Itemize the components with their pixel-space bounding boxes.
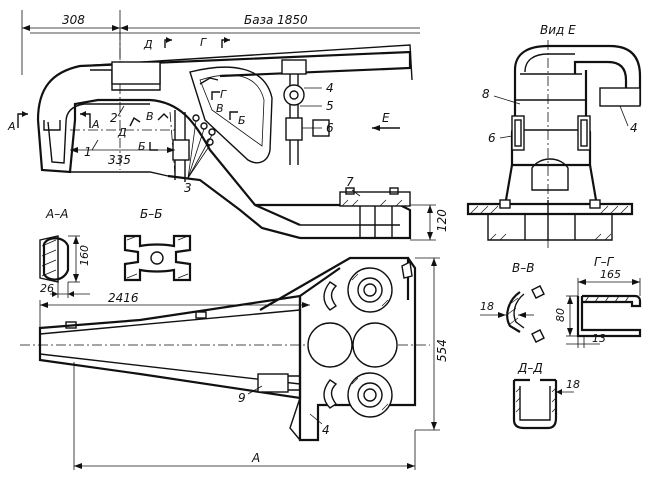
mark-b-mid: Б bbox=[138, 140, 146, 153]
section-a-a bbox=[39, 235, 90, 298]
title-v-v: В–В bbox=[512, 261, 534, 275]
callout-1: 1 bbox=[84, 145, 92, 159]
callout-9: 9 bbox=[238, 391, 246, 405]
mark-g-mid: Г bbox=[220, 88, 227, 101]
dim-base: База 1850 bbox=[244, 13, 308, 27]
mark-b-right: Б bbox=[238, 114, 246, 127]
dim-18-dd: 18 bbox=[566, 378, 580, 391]
dim-13: 13 bbox=[592, 332, 606, 345]
callout-2: 2 bbox=[110, 111, 118, 125]
mark-d-top: Д bbox=[143, 38, 153, 51]
callout-4-top: 4 bbox=[326, 81, 334, 95]
callout-8: 8 bbox=[482, 87, 490, 101]
dim-308: 308 bbox=[62, 13, 85, 27]
mark-a-right: А bbox=[91, 118, 100, 131]
title-a-a: А–А bbox=[45, 207, 68, 221]
side-view bbox=[17, 10, 436, 241]
callout-3: 3 bbox=[184, 181, 192, 195]
dim-554: 554 bbox=[435, 339, 449, 362]
callout-5: 5 bbox=[326, 99, 334, 113]
section-v-v bbox=[480, 285, 545, 343]
section-g-g bbox=[566, 278, 642, 348]
mark-v-mid: В bbox=[146, 110, 154, 123]
dim-80: 80 bbox=[554, 308, 567, 322]
dim-26: 26 bbox=[40, 282, 54, 295]
mark-v-mid2: В bbox=[216, 102, 224, 115]
mark-a-left: А bbox=[7, 120, 16, 133]
dim-160: 160 bbox=[78, 245, 91, 266]
title-d-d: Д–Д bbox=[517, 361, 543, 375]
mark-e-arrow: Е bbox=[382, 111, 390, 125]
dim-120: 120 bbox=[435, 209, 449, 232]
callout-6-view: 6 bbox=[488, 131, 496, 145]
title-view-e: Вид Е bbox=[540, 23, 576, 37]
labels: 308 База 1850 335 120 160 26 2416 554 16… bbox=[7, 13, 638, 465]
section-d-d bbox=[512, 378, 574, 430]
dim-335: 335 bbox=[108, 153, 131, 167]
callout-4-view: 4 bbox=[630, 121, 638, 135]
title-g-g: Г–Г bbox=[594, 255, 615, 269]
callout-6-top: 6 bbox=[326, 121, 334, 135]
view-e bbox=[466, 40, 642, 248]
section-b-b bbox=[123, 234, 192, 282]
plan-view bbox=[20, 256, 440, 470]
callout-7: 7 bbox=[346, 175, 354, 189]
dim-a: А bbox=[251, 451, 260, 465]
dim-2416: 2416 bbox=[108, 291, 139, 305]
leaders bbox=[91, 87, 629, 197]
dim-18-vv: 18 bbox=[480, 300, 494, 313]
callout-4-bottom: 4 bbox=[322, 423, 330, 437]
mark-d-mid: Д bbox=[117, 126, 127, 139]
mark-g-top: Г bbox=[200, 36, 207, 49]
dim-165: 165 bbox=[600, 268, 621, 281]
title-b-b: Б–Б bbox=[140, 207, 162, 221]
